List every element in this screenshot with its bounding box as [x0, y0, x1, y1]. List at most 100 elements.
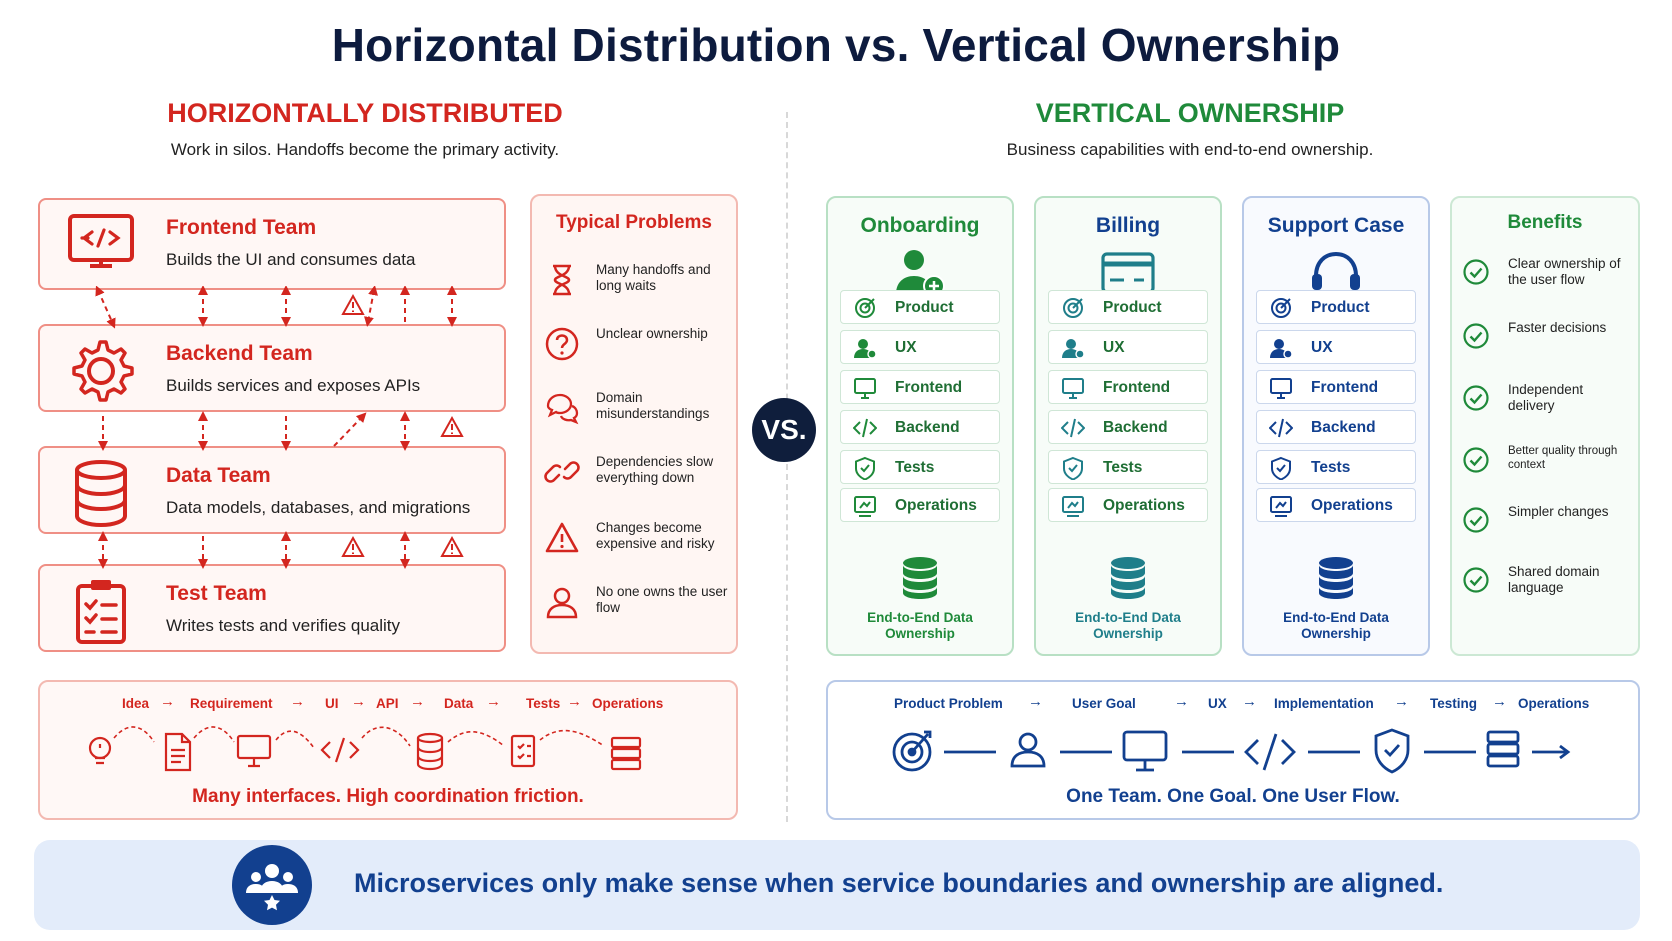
role-label: Product — [895, 299, 954, 316]
role-label: UX — [1311, 339, 1333, 356]
team-box-test: Test Team Writes tests and verifies qual… — [38, 564, 506, 652]
document-icon — [164, 732, 192, 772]
lightbulb-icon — [88, 736, 112, 765]
check-circle-icon — [1463, 323, 1489, 349]
handoff-arrows — [95, 286, 464, 569]
flow-step: Operations — [592, 696, 664, 711]
right-heading: VERTICAL OWNERSHIP — [1035, 98, 1345, 128]
role-item-product: Product — [1048, 290, 1208, 324]
role-icon — [855, 456, 875, 480]
page-title: Horizontal Distribution vs. Vertical Own… — [331, 19, 1341, 71]
check-circle-icon — [1463, 447, 1489, 473]
typical-problems-panel: Typical Problems Many handoffs and long … — [530, 194, 738, 654]
database-icon — [416, 732, 444, 771]
database-icon — [75, 460, 127, 528]
role-item-frontend: Frontend — [840, 370, 1000, 404]
code-icon — [1244, 733, 1296, 771]
user-icon — [854, 339, 877, 359]
role-item-tests: Tests — [1256, 450, 1416, 484]
role-item-tests: Tests — [1048, 450, 1208, 484]
role-item-backend: Backend — [1256, 410, 1416, 444]
benefit-text: Shared domain language — [1508, 564, 1600, 595]
role-item-operations: Operations — [1256, 488, 1416, 522]
code-icon — [320, 737, 360, 763]
benefits-panel: Benefits Clear ownership of the user flo… — [1450, 196, 1640, 656]
left-heading: HORIZONTALLY DISTRIBUTED — [167, 98, 563, 128]
right-flow-icons — [892, 728, 1571, 774]
right-flow-panel: Product Problem → User Goal → UX → Imple… — [826, 680, 1640, 820]
right-subheading: Business capabilities with end-to-end ow… — [1006, 140, 1374, 159]
role-label: Frontend — [1103, 379, 1171, 396]
vs-badge: VS. — [752, 398, 816, 462]
flow-step: Product Problem — [894, 696, 1003, 711]
footer-text: Microservices only make sense when servi… — [354, 868, 1444, 898]
database-icon — [1319, 557, 1353, 599]
role-item-product: Product — [1256, 290, 1416, 324]
problem-item: Changes become expensive and risky — [544, 516, 734, 566]
code-icon — [853, 418, 877, 438]
role-label: Operations — [1311, 497, 1393, 514]
flow-step: User Goal — [1072, 696, 1136, 711]
role-label: UX — [895, 339, 917, 356]
benefit-item: Shared domain language — [1462, 562, 1632, 602]
benefit-text: Clear ownership of the user flow — [1508, 256, 1621, 287]
monitor-code-icon — [68, 214, 134, 268]
team-box-frontend: Frontend Team Builds the UI and consumes… — [38, 198, 506, 290]
chat-bubbles-icon — [546, 393, 579, 425]
check-circle-icon — [1463, 259, 1489, 285]
flow-arrow: → — [1394, 693, 1409, 710]
flow-arrow: → — [1174, 693, 1189, 710]
footer-banner: Microservices only make sense when servi… — [34, 840, 1640, 930]
check-circle-icon — [1463, 567, 1489, 593]
benefit-item: Independent delivery — [1462, 380, 1632, 420]
role-label: Frontend — [1311, 379, 1379, 396]
role-label: Tests — [1311, 459, 1351, 476]
team-name: Data Team — [166, 464, 271, 487]
role-icon — [854, 496, 876, 517]
benefit-item: Faster decisions — [1462, 318, 1632, 358]
team-description: Builds services and exposes APIs — [166, 376, 421, 395]
problem-item: Many handoffs and long waits — [544, 258, 734, 308]
role-item-ux: UX — [1256, 330, 1416, 364]
flow-arrow: → — [486, 693, 501, 710]
warning-icon — [545, 522, 579, 553]
team-description: Builds the UI and consumes data — [166, 250, 416, 269]
team-box-backend: Backend Team Builds services and exposes… — [38, 324, 506, 412]
left-flow-icons — [88, 726, 642, 772]
capability-title: Support Case — [1267, 214, 1405, 237]
role-item-backend: Backend — [840, 410, 1000, 444]
role-icon — [855, 298, 875, 318]
role-icon — [1270, 339, 1293, 359]
code-icon — [1061, 418, 1085, 438]
shield-icon — [1374, 728, 1410, 774]
user-icon — [1010, 732, 1046, 768]
monitor-icon — [1270, 378, 1292, 399]
role-icon — [854, 339, 877, 359]
role-icon — [853, 418, 877, 438]
left-flow-caption: Many interfaces. High coordination frict… — [192, 786, 584, 807]
flow-arrow: → — [290, 693, 305, 710]
user-icon — [1270, 339, 1293, 359]
target-icon — [892, 730, 932, 772]
flow-step: UI — [325, 696, 339, 711]
role-label: Tests — [895, 459, 935, 476]
operations-icon — [1270, 496, 1292, 517]
problem-item: Domain misunderstandings — [544, 386, 734, 436]
team-box-data: Data Team Data models, databases, and mi… — [38, 446, 506, 534]
role-label: Product — [1103, 299, 1162, 316]
server-icon — [610, 736, 642, 771]
code-icon — [1269, 418, 1293, 438]
flow-step: Operations — [1518, 696, 1590, 711]
monitor-icon — [1062, 378, 1084, 399]
benefit-item: Simpler changes — [1462, 502, 1632, 542]
check-circle-icon — [1463, 385, 1489, 411]
role-icon — [1062, 339, 1085, 359]
role-item-product: Product — [840, 290, 1000, 324]
flow-step: Idea — [122, 696, 150, 711]
role-icon — [1062, 378, 1084, 399]
problem-item: No one owns the user flow — [544, 580, 734, 630]
